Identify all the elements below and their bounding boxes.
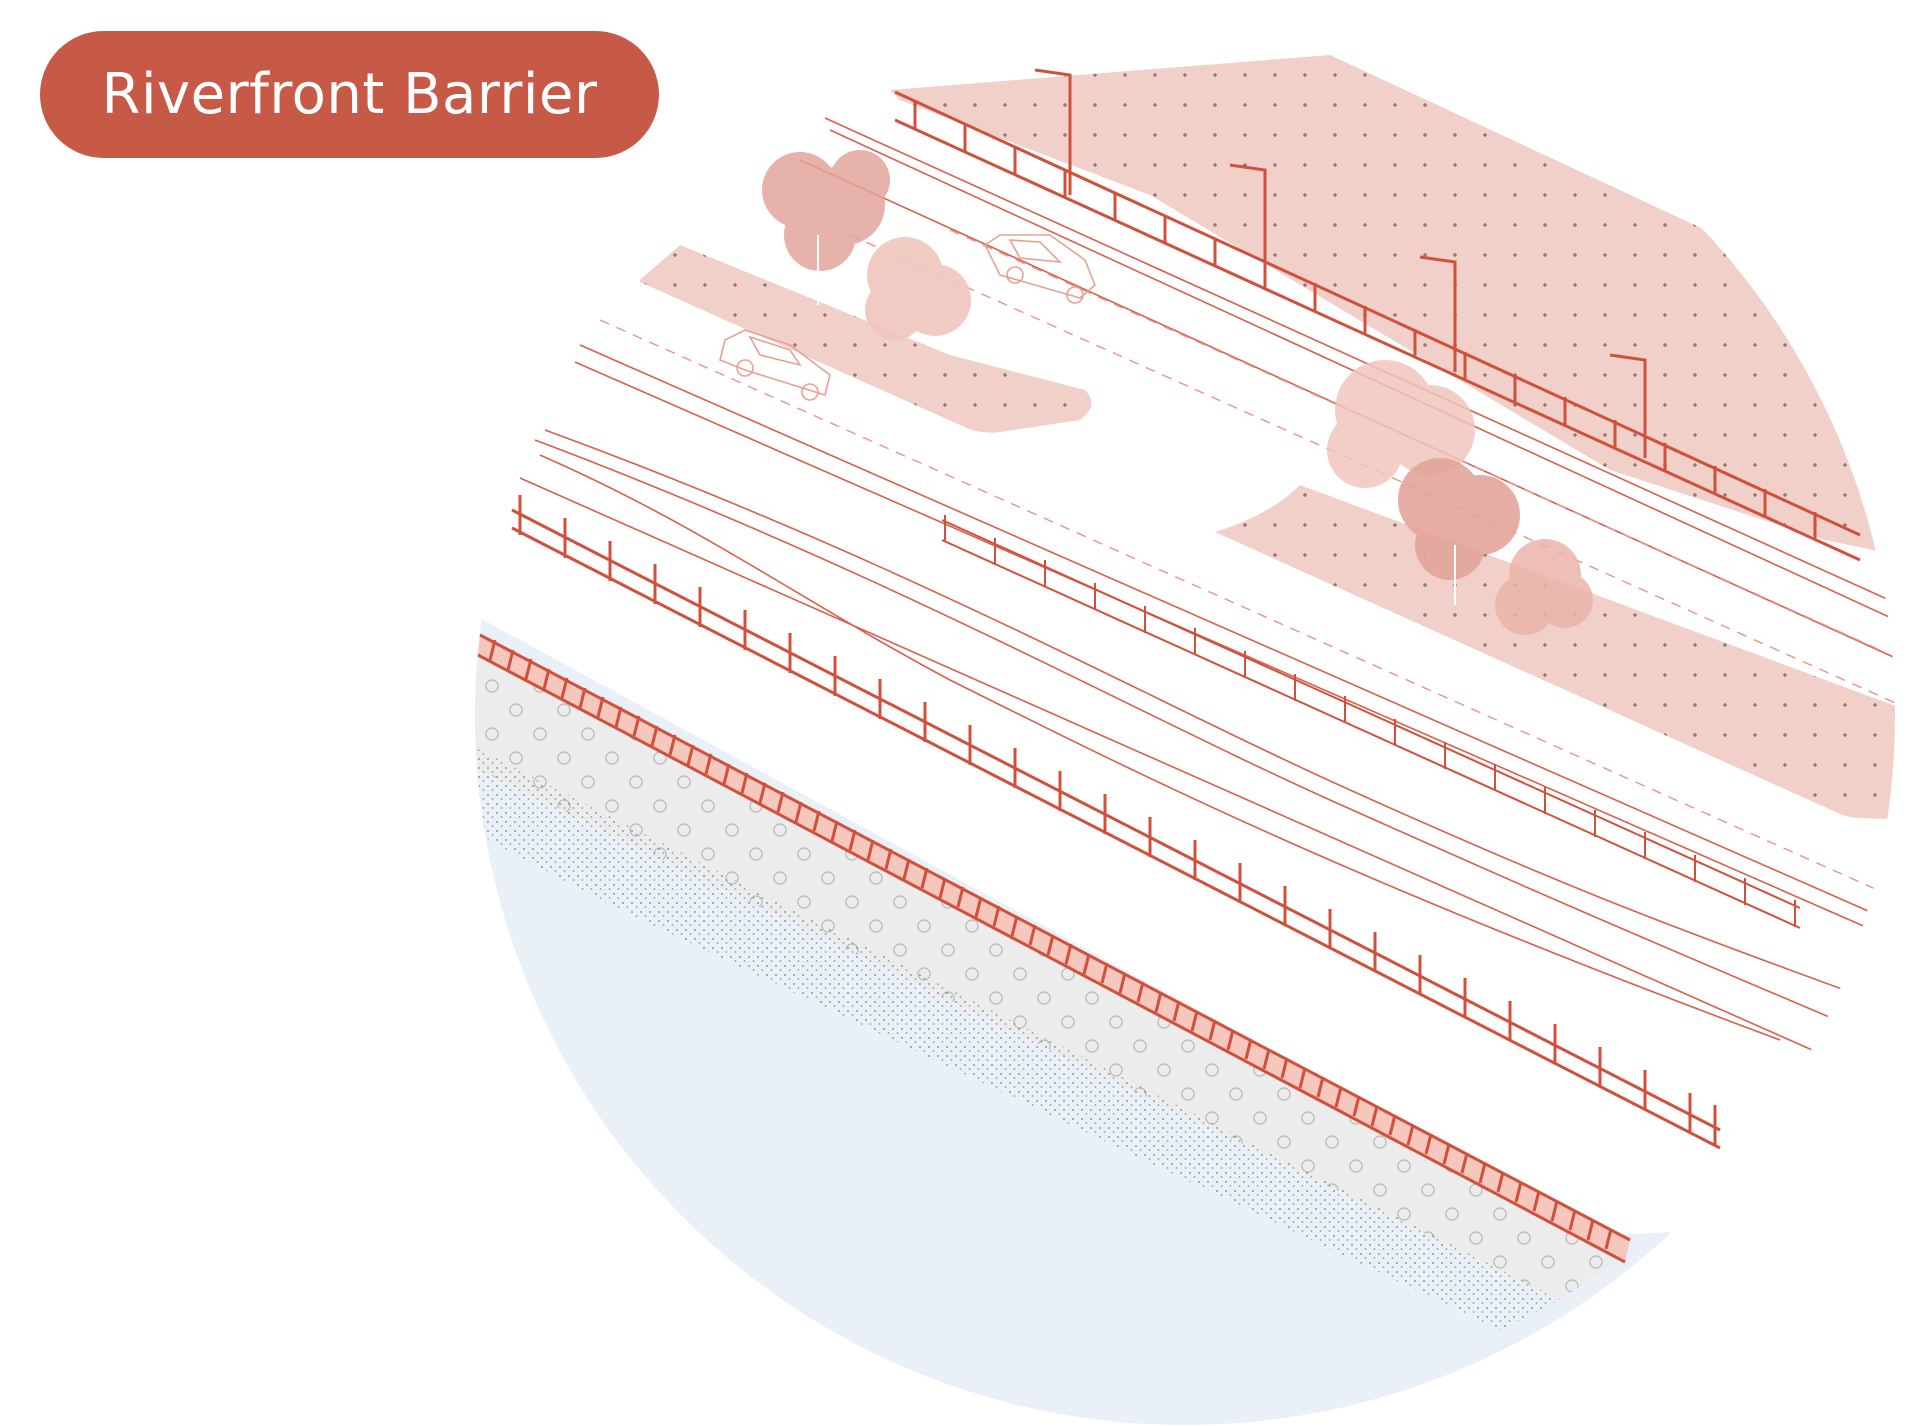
trees [762, 150, 1593, 635]
sheet-pile-wall [477, 633, 1631, 1264]
median-strip-right [1215, 485, 1895, 820]
title-badge: Riverfront Barrier [40, 31, 659, 158]
page-title: Riverfront Barrier [101, 62, 598, 127]
upper-guardrail [894, 90, 1861, 562]
cars [719, 234, 1096, 401]
sediment-band [475, 745, 1560, 1330]
median-island-left [640, 245, 1092, 433]
river-guardrail [511, 495, 1721, 1150]
street-lamps [1034, 68, 1647, 458]
road-lines [519, 117, 1895, 1081]
gravel-embankment [475, 640, 1625, 1300]
upper-park-area [890, 55, 1895, 560]
middle-fence [941, 515, 1801, 929]
